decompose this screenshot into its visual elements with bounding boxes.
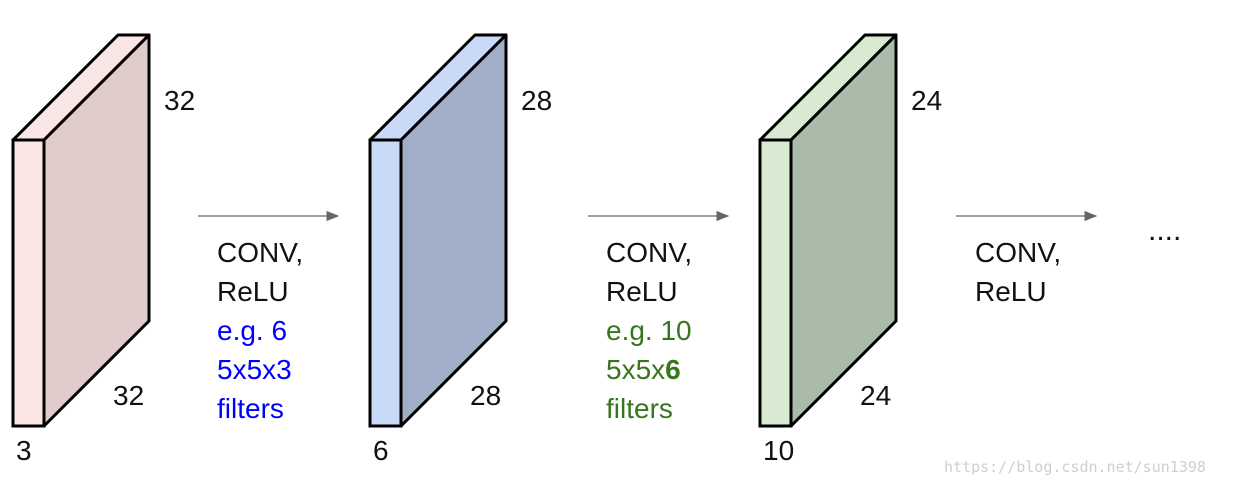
volume-depth-label: 6: [373, 435, 389, 466]
volume-depth-label: 10: [763, 435, 794, 466]
volume-height-label: 24: [911, 85, 942, 116]
layer-1-activation: ReLU: [217, 276, 289, 307]
volume-width-label: 32: [113, 380, 144, 411]
layer-2-filter-size: 5x5x6: [606, 354, 681, 385]
layer-2-filter-count: e.g. 10: [606, 315, 692, 346]
volume-depth-label: 3: [16, 435, 32, 466]
layer-1-filter-count: e.g. 6: [217, 315, 287, 346]
volume-2: 28 28 6: [368, 33, 552, 466]
volume-height-label: 28: [521, 85, 552, 116]
volume-width-label: 24: [860, 380, 891, 411]
layer-1-op: CONV,: [217, 237, 303, 268]
volume-3: 24 24 10: [758, 33, 942, 466]
volume-front-face: [758, 138, 793, 428]
layer-2-op: CONV,: [606, 237, 692, 268]
volume-front-face: [11, 138, 46, 428]
layer-2-filter-depth: 6: [665, 354, 681, 385]
layer-2-filters-label: filters: [606, 393, 673, 424]
volume-width-label: 28: [470, 380, 501, 411]
layer-1-filter-size: 5x5x3: [217, 354, 292, 385]
layer-3-op: CONV,: [975, 237, 1061, 268]
ellipsis: ....: [1148, 214, 1181, 247]
volume-front-face: [368, 138, 403, 428]
layer-2-activation: ReLU: [606, 276, 678, 307]
layer-3-activation: ReLU: [975, 276, 1047, 307]
volume-height-label: 32: [164, 85, 195, 116]
watermark: https://blog.csdn.net/sun1398: [944, 458, 1206, 476]
volume-1: 32 32 3: [11, 33, 195, 466]
layer-1-filters-label: filters: [217, 393, 284, 424]
